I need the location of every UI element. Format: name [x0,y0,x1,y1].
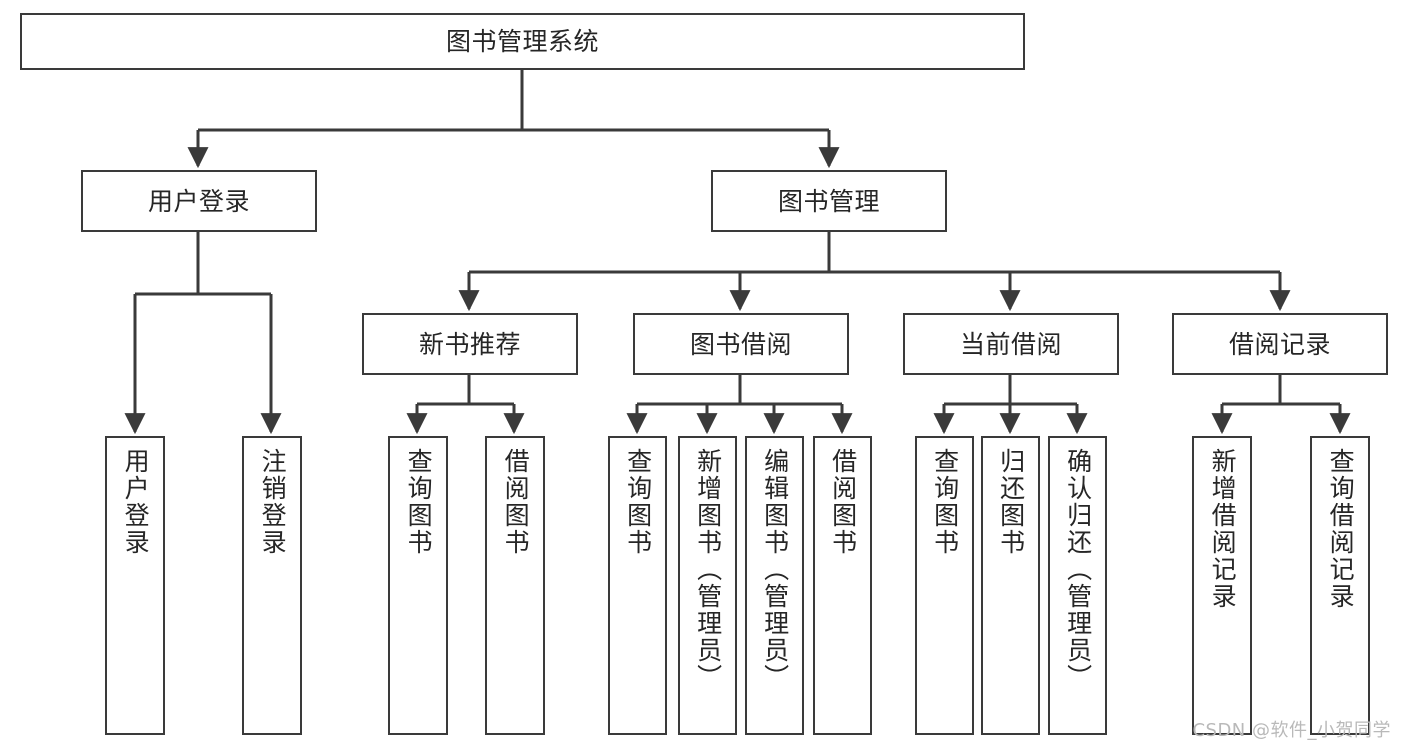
node-new-book-recommend-label: 新书推荐 [418,329,521,359]
node-leaf-user-logout-label: 注销登录 [258,448,288,556]
node-book-borrow-label: 图书借阅 [689,329,792,359]
node-leaf-edit-book[interactable]: 编辑图书（管理员） [745,436,804,735]
csdn-watermark: CSDN @软件_小贺同学 [1192,720,1391,741]
node-leaf-query-record[interactable]: 查询借阅记录 [1310,436,1370,735]
node-user-login[interactable]: 用户登录 [81,170,317,232]
node-leaf-add-record[interactable]: 新增借阅记录 [1192,436,1252,735]
node-current-borrow-label: 当前借阅 [959,329,1062,359]
node-leaf-borrow-book-2-label: 借阅图书 [828,448,858,556]
node-leaf-borrow-book-1-label: 借阅图书 [501,448,531,556]
node-leaf-add-book-label: 新增图书（管理员） [693,448,723,691]
node-user-login-label: 用户登录 [147,186,250,216]
node-new-book-recommend[interactable]: 新书推荐 [362,313,578,375]
node-leaf-confirm-return[interactable]: 确认归还（管理员） [1048,436,1107,735]
node-leaf-user-login[interactable]: 用户登录 [105,436,165,735]
node-leaf-query-record-label: 查询借阅记录 [1326,448,1356,610]
node-leaf-user-logout[interactable]: 注销登录 [242,436,302,735]
node-leaf-query-book-3[interactable]: 查询图书 [915,436,974,735]
node-leaf-query-book-2-label: 查询图书 [623,448,653,556]
node-borrow-record[interactable]: 借阅记录 [1172,313,1388,375]
node-book-manage[interactable]: 图书管理 [711,170,947,232]
node-leaf-query-book-1-label: 查询图书 [404,448,434,556]
node-borrow-record-label: 借阅记录 [1228,329,1331,359]
node-leaf-confirm-return-label: 确认归还（管理员） [1063,448,1093,691]
node-book-borrow[interactable]: 图书借阅 [633,313,849,375]
node-leaf-user-login-label: 用户登录 [121,448,151,556]
node-leaf-query-book-3-label: 查询图书 [930,448,960,556]
node-leaf-query-book-1[interactable]: 查询图书 [388,436,448,735]
node-leaf-query-book-2[interactable]: 查询图书 [608,436,667,735]
node-leaf-borrow-book-1[interactable]: 借阅图书 [485,436,545,735]
node-book-manage-label: 图书管理 [777,186,880,216]
node-root-label: 图书管理系统 [445,27,599,56]
node-leaf-return-book[interactable]: 归还图书 [981,436,1040,735]
node-root[interactable]: 图书管理系统 [20,13,1025,70]
node-leaf-edit-book-label: 编辑图书（管理员） [760,448,790,691]
node-current-borrow[interactable]: 当前借阅 [903,313,1119,375]
node-leaf-add-record-label: 新增借阅记录 [1208,448,1238,610]
node-leaf-return-book-label: 归还图书 [996,448,1026,556]
node-leaf-add-book[interactable]: 新增图书（管理员） [678,436,737,735]
node-leaf-borrow-book-2[interactable]: 借阅图书 [813,436,872,735]
